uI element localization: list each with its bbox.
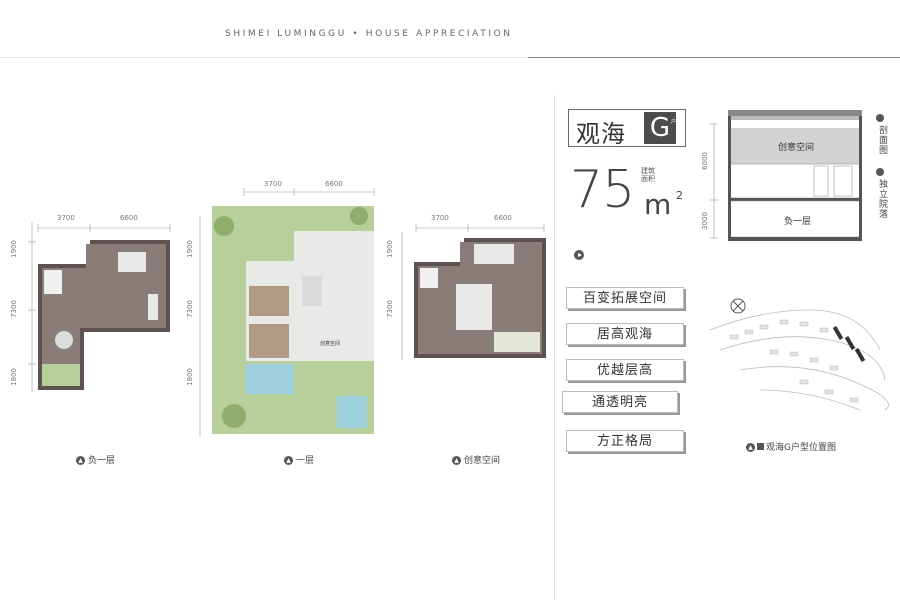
unit-letter-sub: 户型 <box>671 119 682 125</box>
unit-title-box <box>568 109 686 147</box>
section-drawing <box>710 110 862 241</box>
area-unit-superscript: 2 <box>676 189 683 202</box>
marker-icon: ▲ <box>284 456 293 465</box>
column-divider <box>554 95 555 600</box>
play-icon <box>574 250 584 260</box>
area-unit: m <box>644 188 672 221</box>
unit-letter-badge: G <box>644 112 676 144</box>
section-dim-upper: 6000 <box>701 152 709 170</box>
dim-top-2: 6600 <box>494 214 512 222</box>
feature-tag: 优越层高 <box>566 359 684 381</box>
dim-left-1: 1900 <box>186 240 194 258</box>
basement-plan-drawing <box>28 222 171 392</box>
dim-top-1: 3700 <box>57 214 75 222</box>
courtyard-label-vertical: 独立院落 <box>877 179 887 219</box>
section-upper-label: 创意空间 <box>778 143 815 153</box>
dim-top-2: 6600 <box>120 214 138 222</box>
dim-top-1: 3700 <box>431 214 449 222</box>
creative-space-caption: ▲创意空间 <box>452 453 500 466</box>
room-label: 创意空间 <box>320 341 341 347</box>
location-caption: ▲观海G户型位置图 <box>746 440 836 453</box>
dim-top-2: 6600 <box>325 180 343 188</box>
bullet-icon <box>876 114 884 122</box>
header-rule-light <box>0 57 528 58</box>
page-header: SHIMEI LUMINGGU • HOUSE APPRECIATION <box>225 29 513 39</box>
area-label: 建筑面积 <box>641 167 655 183</box>
dim-left-2: 7300 <box>186 300 194 318</box>
first-floor-drawing <box>199 188 375 436</box>
section-dim-lower: 3000 <box>701 212 709 230</box>
dim-left-3: 1800 <box>186 368 194 386</box>
marker-icon: ▲ <box>452 456 461 465</box>
area-value: 75 <box>570 160 635 220</box>
dim-left-1: 1900 <box>10 240 18 258</box>
marker-icon: ▲ <box>76 456 85 465</box>
feature-tag: 通透明亮 <box>562 391 678 413</box>
marker-icon: ▲ <box>746 443 755 452</box>
feature-tag: 百变拓展空间 <box>566 287 684 309</box>
site-map-drawing <box>709 298 889 411</box>
first-floor-caption: ▲一层 <box>284 453 314 466</box>
dim-left-2: 7300 <box>386 300 394 318</box>
header-rule <box>528 57 900 58</box>
dim-top-1: 3700 <box>264 180 282 188</box>
feature-tag: 居高观海 <box>566 323 684 345</box>
unit-name: 观海 <box>576 120 626 148</box>
dim-left-2: 7300 <box>10 300 18 318</box>
section-lower-label: 负一层 <box>784 217 812 227</box>
basement-caption: ▲负一层 <box>76 453 115 466</box>
dim-left-1: 1900 <box>386 240 394 258</box>
feature-tag: 方正格局 <box>566 430 684 452</box>
square-icon <box>757 443 764 450</box>
creative-space-drawing <box>401 224 546 360</box>
section-label-vertical: 剖面图 <box>877 125 887 155</box>
bullet-icon <box>876 168 884 176</box>
dim-left-3: 1800 <box>10 368 18 386</box>
